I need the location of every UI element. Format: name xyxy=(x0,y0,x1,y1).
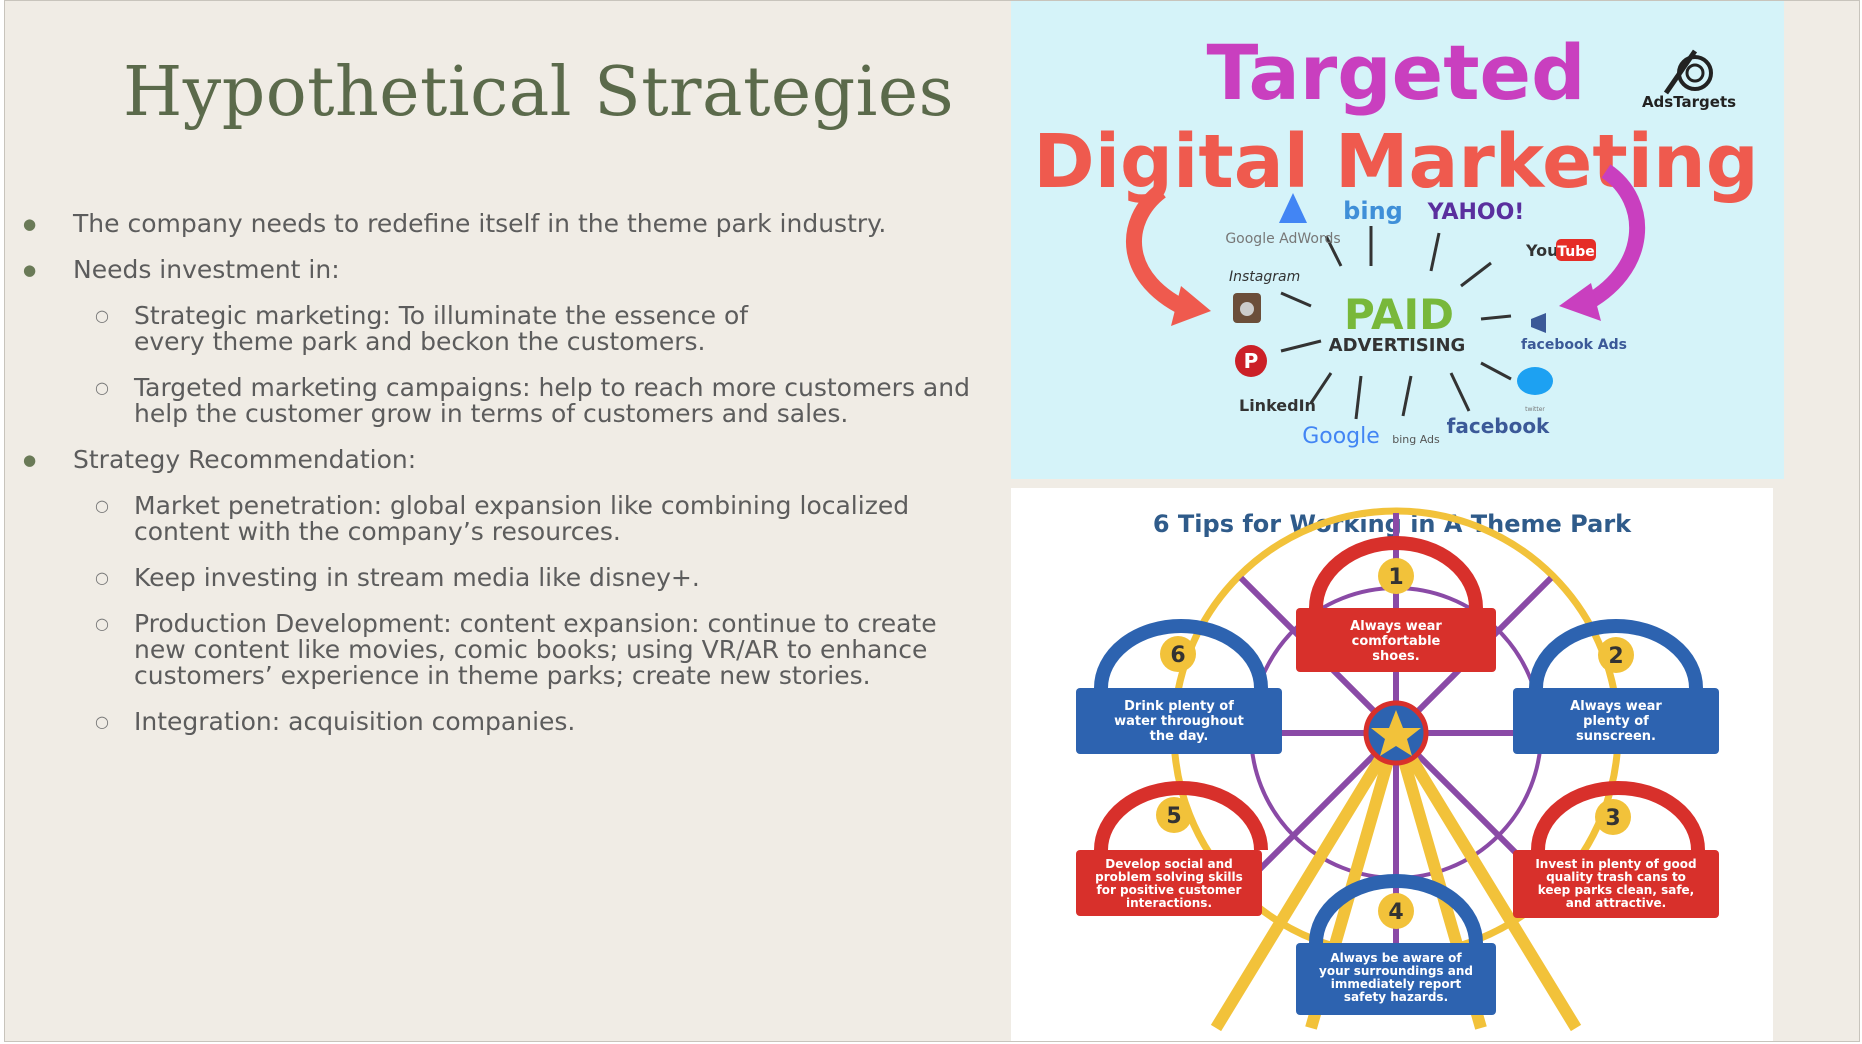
digital-marketing-image[interactable]: Targeted Digital Marketing AdsTargets PA… xyxy=(1011,1,1784,479)
marketing-title-line1: Targeted xyxy=(1206,28,1585,117)
svg-text:Google AdWords: Google AdWords xyxy=(1225,231,1340,247)
left-curve-arrow-icon xyxy=(1125,184,1195,319)
paid-text: PAID xyxy=(1344,290,1454,339)
svg-text:Invest in plenty of good: Invest in plenty of good xyxy=(1535,857,1696,871)
svg-text:sunscreen.: sunscreen. xyxy=(1576,729,1656,744)
instagram-logo: Instagram xyxy=(1229,269,1300,323)
svg-text:6: 6 xyxy=(1170,643,1185,668)
google-adwords-logo: Google AdWords xyxy=(1225,193,1341,247)
svg-text:Drink plenty of: Drink plenty of xyxy=(1124,699,1234,714)
tip-4-gondola: 4 Always be aware of your surroundings a… xyxy=(1296,874,1496,1015)
sub-bullet-item: Integration: acquisition companies. xyxy=(5,709,1005,736)
svg-text:Develop social and: Develop social and xyxy=(1105,857,1232,871)
ferris-wheel-graphic: 6 Tips for Working in A Theme Park xyxy=(1076,507,1719,1032)
theme-park-tips-image[interactable]: 6 Tips for Working in A Theme Park xyxy=(1011,488,1773,1041)
facebook-logo: facebook xyxy=(1447,414,1550,438)
tip-2-gondola: 2 Always wear plenty of sunscreen. xyxy=(1513,619,1719,754)
svg-text:plenty of: plenty of xyxy=(1583,714,1649,729)
svg-text:problem solving skills: problem solving skills xyxy=(1095,870,1243,884)
svg-text:interactions.: interactions. xyxy=(1126,896,1212,910)
linkedin-logo: LinkedIn xyxy=(1239,396,1316,415)
left-arrowhead-icon xyxy=(1171,286,1211,326)
sub-bullet-item: Strategic marketing: To illuminate the e… xyxy=(5,303,1005,355)
sub-bullet-item: Keep investing in stream media like disn… xyxy=(5,565,1005,592)
svg-text:facebook Ads: facebook Ads xyxy=(1521,337,1627,353)
channel-arrows xyxy=(1280,226,1512,420)
google-logo: Google xyxy=(1302,424,1380,449)
svg-text:keep parks clean, safe,: keep parks clean, safe, xyxy=(1538,883,1695,897)
bullet-item: The company needs to redefine itself in … xyxy=(5,211,1005,238)
tip-3-gondola: 3 Invest in plenty of good quality trash… xyxy=(1513,781,1719,918)
svg-text:and attractive.: and attractive. xyxy=(1566,896,1666,910)
svg-text:3: 3 xyxy=(1605,806,1620,831)
advertising-text: ADVERTISING xyxy=(1329,335,1466,356)
svg-text:4: 4 xyxy=(1388,900,1403,925)
digital-marketing-graphic: Targeted Digital Marketing AdsTargets PA… xyxy=(1033,28,1758,449)
svg-text:Instagram: Instagram xyxy=(1229,269,1300,285)
bing-logo: bing xyxy=(1343,197,1403,225)
twitter-logo: twitter xyxy=(1517,367,1553,413)
svg-text:immediately report: immediately report xyxy=(1331,977,1462,991)
bullet-item: Needs investment in: xyxy=(5,257,1005,284)
slide-title[interactable]: Hypothetical Strategies xyxy=(123,53,955,132)
yahoo-logo: YAHOO! xyxy=(1427,200,1525,225)
right-curve-arrow-icon xyxy=(1577,164,1646,314)
svg-text:shoes.: shoes. xyxy=(1372,649,1419,664)
bullet-item: Strategy Recommendation: xyxy=(5,447,1005,474)
svg-text:5: 5 xyxy=(1166,804,1181,829)
svg-text:quality trash cans to: quality trash cans to xyxy=(1546,870,1686,884)
svg-text:Always wear: Always wear xyxy=(1570,699,1662,714)
youtube-logo: You Tube xyxy=(1525,239,1596,261)
pinterest-logo: P xyxy=(1235,345,1267,377)
svg-text:Always be aware of: Always be aware of xyxy=(1330,951,1462,965)
svg-text:safety hazards.: safety hazards. xyxy=(1344,990,1448,1004)
sub-bullet-item: Market penetration: global expansion lik… xyxy=(5,493,1005,545)
svg-text:the day.: the day. xyxy=(1150,729,1209,744)
bing-ads-logo: bing Ads xyxy=(1392,433,1440,446)
svg-text:twitter: twitter xyxy=(1525,406,1545,413)
slide: Hypothetical Strategies The company need… xyxy=(4,0,1860,1042)
svg-text:1: 1 xyxy=(1388,565,1403,590)
svg-text:Tube: Tube xyxy=(1557,244,1595,260)
sub-bullet-item: Production Development: content expansio… xyxy=(5,611,1005,689)
svg-text:2: 2 xyxy=(1608,644,1623,669)
svg-text:your surroundings and: your surroundings and xyxy=(1319,964,1473,978)
adstargets-logo: AdsTargets xyxy=(1642,49,1736,111)
svg-text:P: P xyxy=(1244,349,1259,373)
svg-text:water throughout: water throughout xyxy=(1114,714,1244,729)
sub-bullet-item: Targeted marketing campaigns: help to re… xyxy=(5,375,1005,427)
svg-text:You: You xyxy=(1525,241,1559,260)
tip-5-gondola: 5 Develop social and problem solving ski… xyxy=(1076,781,1268,916)
tip-1-gondola: 1 Always wear comfortable shoes. xyxy=(1296,536,1496,672)
marketing-title-line2: Digital Marketing xyxy=(1033,119,1758,205)
svg-text:Always wear: Always wear xyxy=(1350,619,1442,634)
tip-gondolas: 1 Always wear comfortable shoes. 2 Alway… xyxy=(1076,536,1719,1015)
tip-6-gondola: 6 Drink plenty of water throughout the d… xyxy=(1076,619,1282,754)
star-icon xyxy=(1371,710,1421,756)
svg-text:for positive customer: for positive customer xyxy=(1097,883,1242,897)
bullet-list[interactable]: The company needs to redefine itself in … xyxy=(5,211,1005,755)
logo-text: AdsTargets xyxy=(1642,93,1736,111)
right-arrowhead-icon xyxy=(1559,283,1601,321)
facebook-ads-logo: facebook Ads xyxy=(1521,313,1627,353)
svg-text:comfortable: comfortable xyxy=(1352,634,1441,649)
tips-title: 6 Tips for Working in A Theme Park xyxy=(1153,510,1632,538)
